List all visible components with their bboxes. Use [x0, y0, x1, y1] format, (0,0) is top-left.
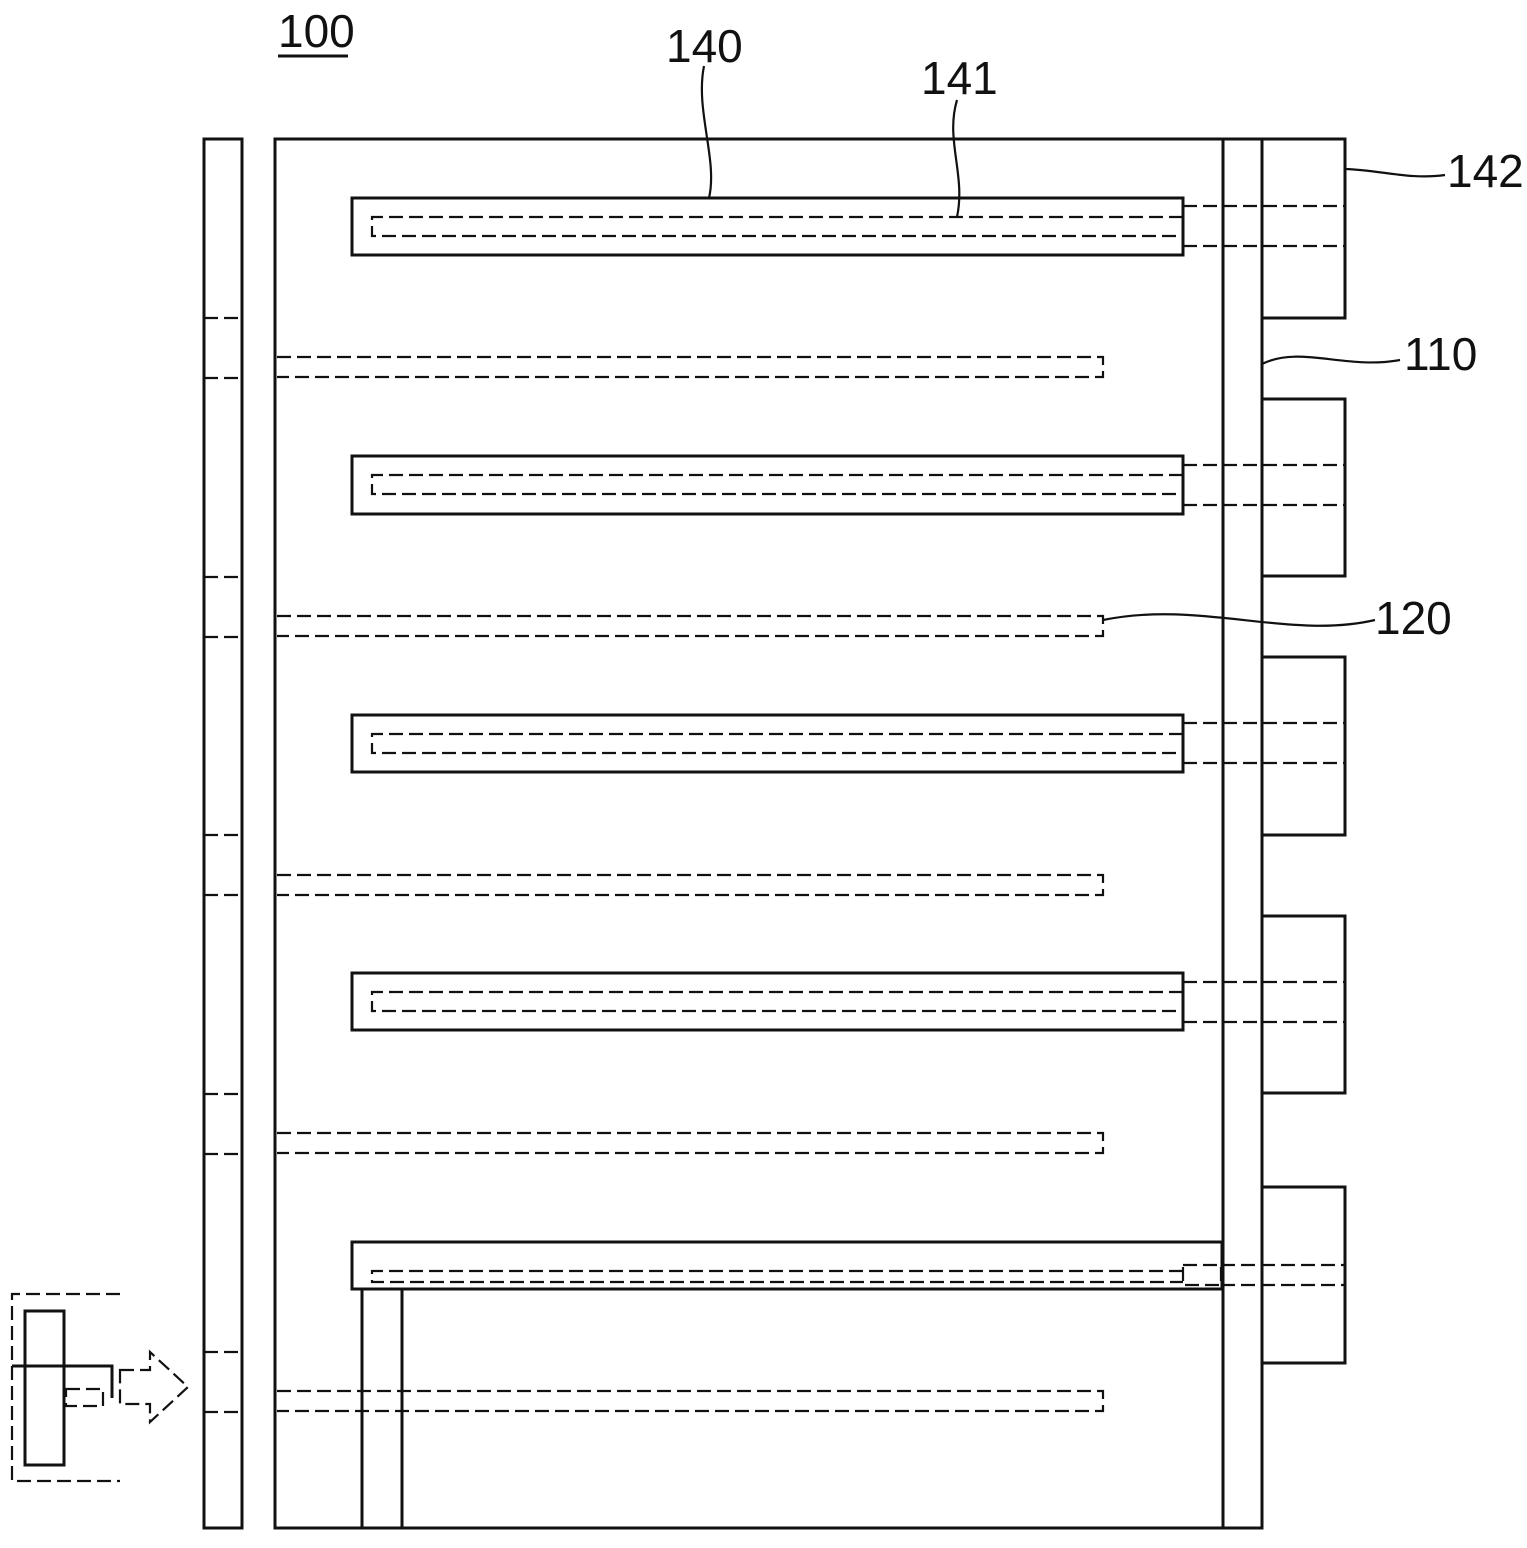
left-guide-dash-marks [204, 316, 242, 1414]
label-120: 120 [1375, 592, 1452, 644]
insertion-arrow [118, 1349, 190, 1425]
leader-lines [700, 65, 1446, 627]
slots [277, 355, 1105, 1413]
label-141: 141 [921, 52, 998, 104]
side-blocks [1262, 137, 1347, 1365]
figure-reference-label: 100 [278, 5, 355, 57]
label-142: 142 [1447, 145, 1524, 197]
reference-labels: 100 140 141 142 110 120 [278, 5, 1524, 644]
pushing-tool [10, 1292, 120, 1483]
strip-plate-2 [350, 454, 1345, 516]
strip-plate-4 [350, 971, 1345, 1032]
strip-plate-3 [350, 713, 1345, 774]
left-guide-column [202, 137, 244, 1530]
strip-plate-1 [350, 196, 1345, 257]
main-frame [273, 137, 1264, 1530]
label-110: 110 [1404, 328, 1477, 380]
label-140: 140 [666, 20, 743, 72]
strip-plate-5-inserted [350, 1240, 1345, 1530]
